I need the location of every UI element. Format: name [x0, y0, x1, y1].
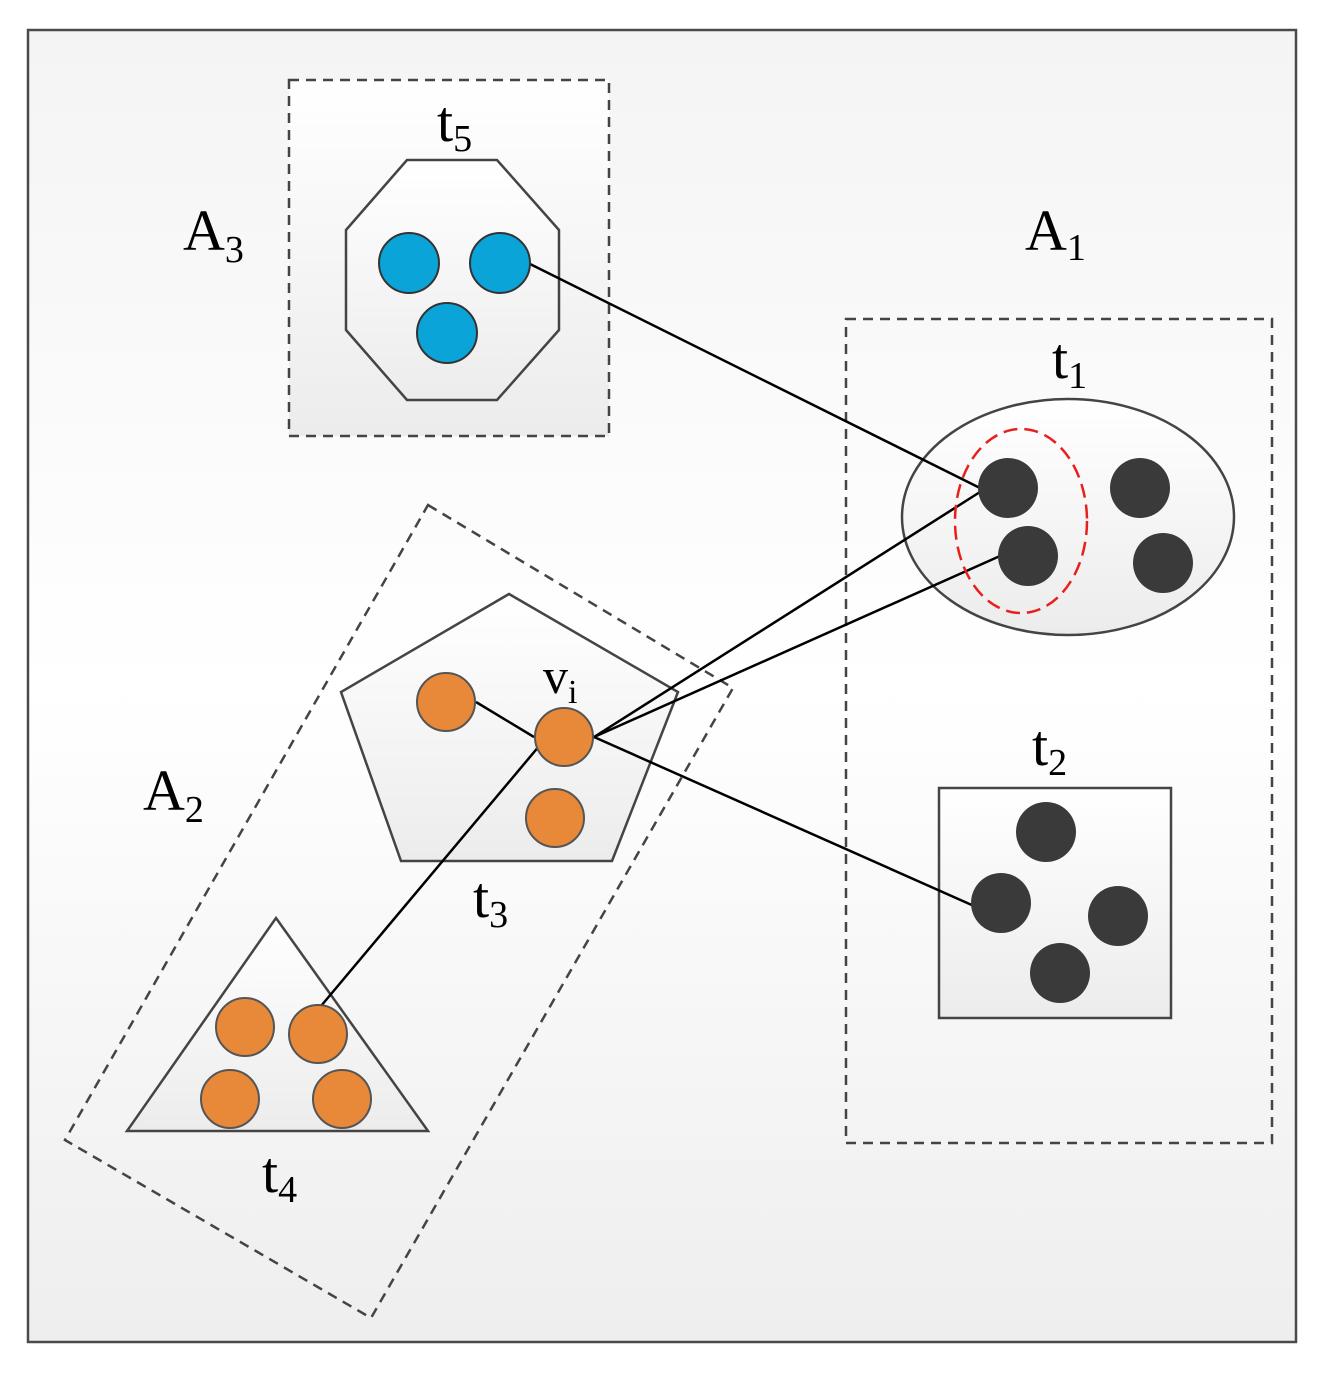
node: [525, 788, 585, 848]
t3-nodes: [416, 672, 594, 848]
t1-nodes: [978, 458, 1193, 593]
node: [1110, 458, 1170, 518]
t1-ellipse: [900, 397, 1236, 637]
label-t5: t5: [437, 89, 472, 160]
node: [288, 1004, 348, 1064]
t5-nodes: [378, 232, 531, 364]
t4-nodes: [200, 997, 372, 1129]
edge-vi-t4: [320, 744, 541, 1007]
node: [1030, 943, 1090, 1003]
edge-vi-t1-bottom: [593, 554, 1001, 739]
group-a1-box: [844, 317, 1274, 1145]
node: [416, 302, 478, 364]
node: [971, 873, 1031, 933]
t3-pentagon: [339, 592, 680, 863]
node: [469, 232, 531, 294]
label-t2: t2: [1032, 713, 1067, 784]
label-a3: A3: [183, 198, 244, 271]
t5-octagon: [344, 158, 561, 402]
node: [998, 526, 1058, 586]
edge-t3-vi: [475, 700, 535, 739]
t2-nodes: [971, 802, 1148, 1003]
label-t4: t4: [262, 1140, 297, 1211]
label-t3: t3: [473, 865, 508, 936]
label-t1: t1: [1052, 326, 1087, 397]
label-a1: A1: [1025, 198, 1086, 269]
node: [416, 672, 476, 732]
node: [215, 997, 275, 1057]
edge-vi-t2: [593, 735, 975, 908]
node: [378, 232, 440, 294]
label-vi: vi: [543, 648, 577, 711]
node: [1133, 533, 1193, 593]
edge-vi-t1-top: [593, 490, 981, 739]
node: [1016, 802, 1076, 862]
node-vi: [534, 707, 594, 767]
node: [200, 1069, 260, 1129]
node: [1088, 886, 1148, 946]
highlight-ellipse: [953, 427, 1089, 615]
edge-t5-t1: [527, 261, 981, 490]
label-a2: A2: [143, 758, 204, 831]
node: [312, 1069, 372, 1129]
node: [978, 458, 1038, 518]
edges: [320, 261, 1001, 1007]
